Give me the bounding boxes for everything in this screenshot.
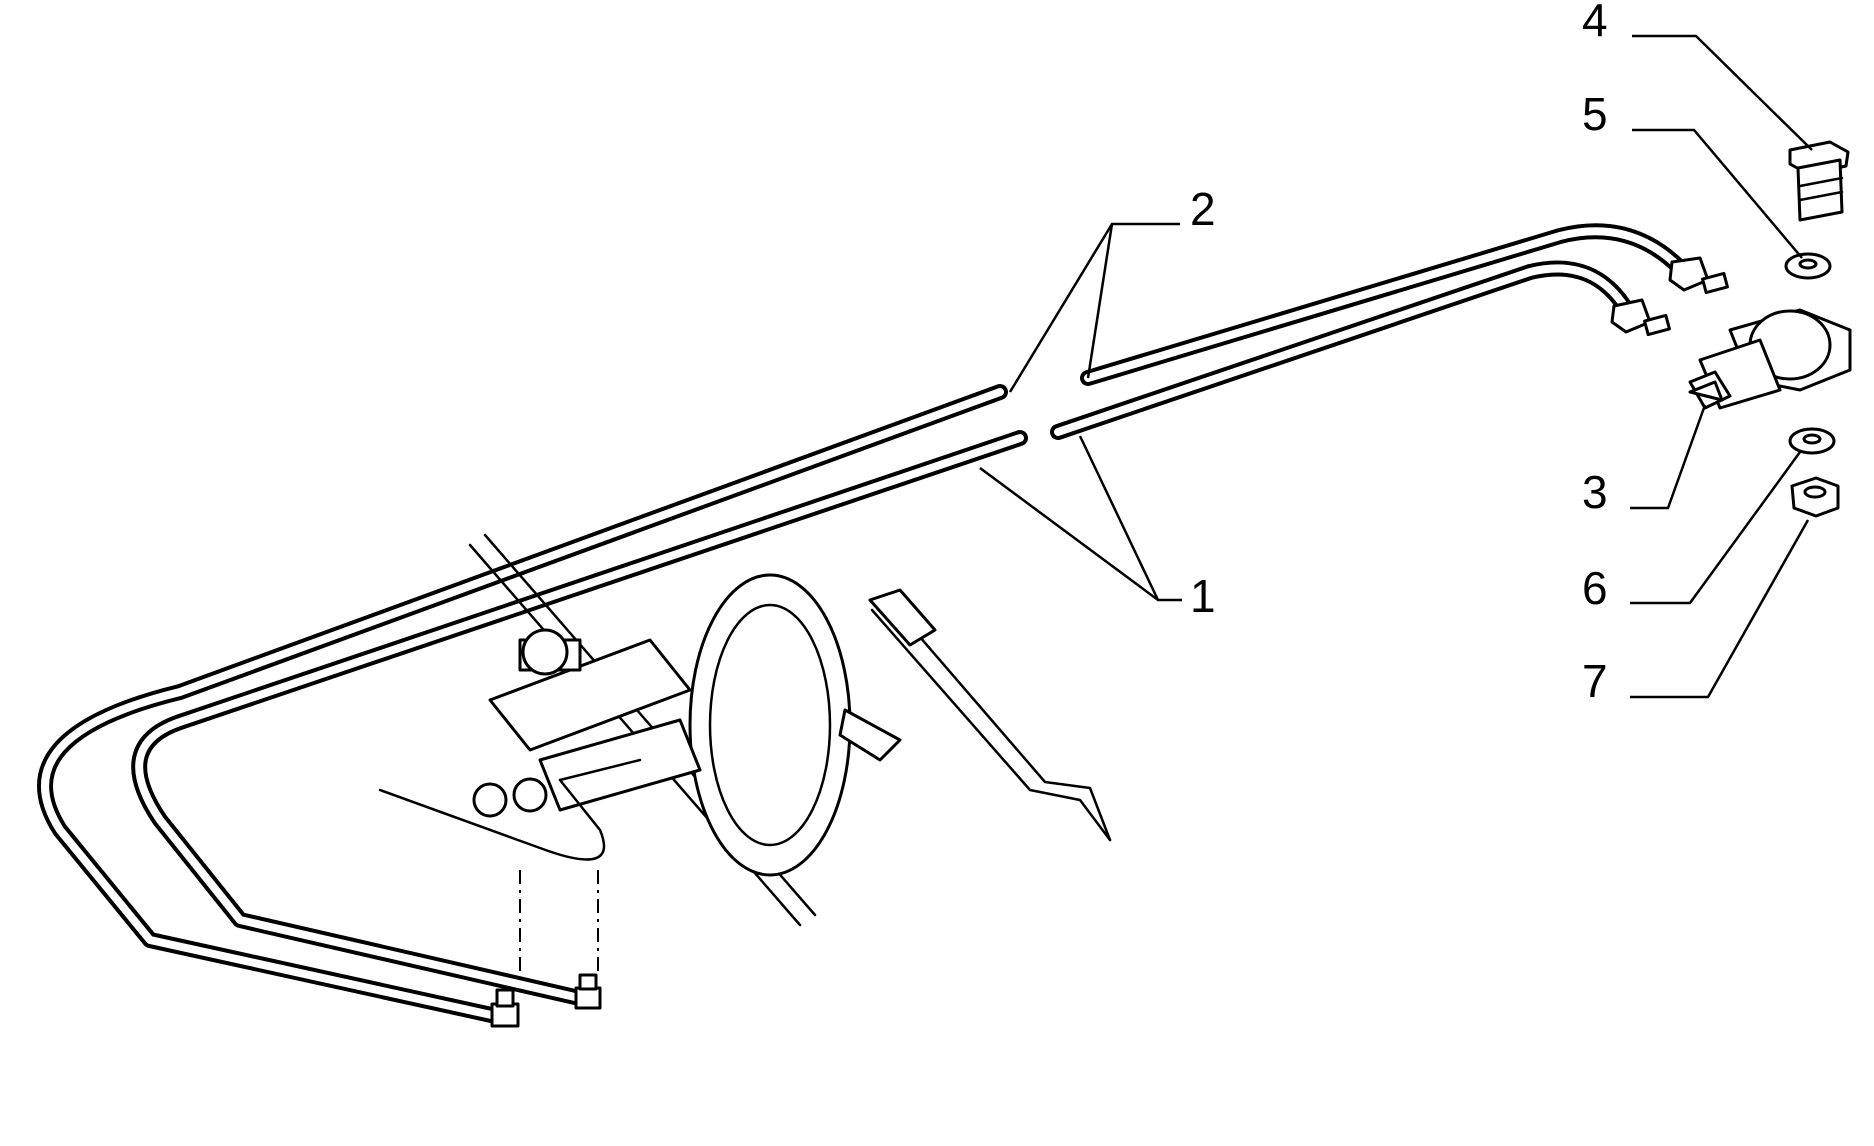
part-4-bolt (1788, 140, 1850, 222)
callout-1: 1 (1190, 570, 1216, 622)
part-5-washer (1784, 252, 1832, 280)
leader-lines (979, 34, 1813, 699)
callout-7: 7 (1582, 655, 1608, 707)
callout-2: 2 (1190, 183, 1216, 235)
brake-pipe-1 (131, 260, 1636, 1008)
callout-3: 3 (1582, 466, 1608, 518)
part-3-union (1688, 308, 1852, 410)
callout-4: 4 (1582, 0, 1608, 46)
callout-5: 5 (1582, 88, 1608, 140)
part-6-washer (1788, 427, 1836, 455)
pipe-lower-fittings (490, 870, 602, 1028)
part-7-nut (1790, 476, 1840, 518)
brake-pipe-2 (37, 223, 1688, 1026)
callout-labels: 1 2 3 4 5 6 7 (1190, 0, 1608, 707)
pipe-upper-fittings (1610, 256, 1729, 337)
callout-6: 6 (1582, 562, 1608, 614)
brake-servo-assembly (378, 533, 1112, 927)
